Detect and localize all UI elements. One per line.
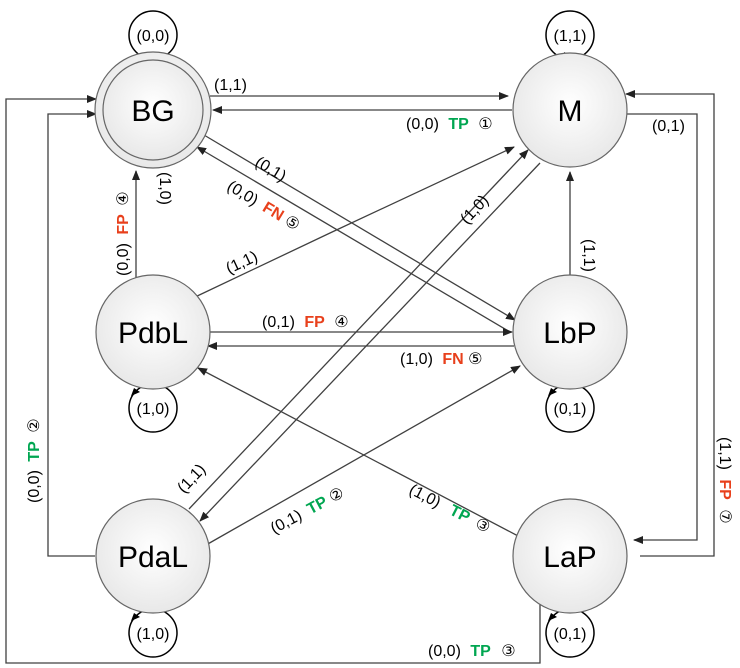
edge-lbp-to-m-label: (1,1) — [580, 239, 597, 272]
node-m — [512, 52, 628, 168]
node-lbp — [512, 274, 628, 390]
self-loop-m-label: (1,1) — [554, 28, 587, 45]
edge-lbp-to-bg — [196, 146, 511, 333]
edge-lap-to-pdbl-label: (1,0) TP ③ — [406, 481, 493, 536]
node-pdal-label: PdaL — [118, 541, 188, 574]
edge-pdal-to-bg — [47, 110, 97, 557]
node-bg-label: BG — [131, 95, 174, 128]
edge-pdbl-to-bg-label: (0,0) FP ④ — [115, 191, 132, 276]
node-bg — [102, 59, 204, 161]
edge-pdbl-to-lbp-label: (0,1) FP ④ — [262, 314, 349, 331]
edge-pdal-to-bg-label: (0,0) TP ② — [26, 418, 43, 503]
edge-pdal-to-m-label: (1,1) — [174, 461, 209, 497]
edge-pdal-to-m — [188, 149, 529, 510]
edge-pdbl-to-m-label: (1,1) — [224, 248, 261, 277]
edge-m-to-bg-label: (0,0) TP ① — [406, 116, 493, 133]
node-pdbl-label: PdbL — [118, 317, 188, 350]
edge-pdal-to-lbp-label: (0,1) TP ② — [268, 485, 347, 538]
node-m-label: M — [558, 95, 583, 128]
edge-m-to-pdal-label: (1,0) — [457, 192, 492, 228]
edge-pdal-to-lbp — [205, 365, 521, 546]
edge-lap-to-bg-label: (0,0) TP ③ — [428, 643, 516, 660]
edge-lap-to-bg — [5, 95, 541, 664]
edge-lap-to-m-label: (1,1) FP ⑦ — [716, 437, 733, 524]
node-lap-label: LaP — [543, 541, 596, 574]
edge-m-to-pdal — [199, 162, 541, 522]
node-lbp-label: LbP — [543, 317, 596, 350]
edge-lap-to-m — [625, 90, 715, 557]
edge-lap-to-pdbl — [197, 367, 521, 538]
edge-bg-to-m-label: (1,1) — [214, 77, 247, 94]
self-loop-lbp-label: (0,1) — [554, 401, 587, 418]
edge-lbp-to-pdbl-label: (1,0) FN ⑤ — [400, 351, 482, 368]
edge-pdbl-to-m — [192, 146, 515, 299]
edge-m-to-lap-label: (0,1) — [652, 118, 685, 135]
edge-bg-to-lbp — [203, 134, 516, 321]
node-lap — [512, 498, 628, 614]
node-pdal — [95, 498, 211, 614]
self-loop-pdal-label: (1,0) — [137, 626, 170, 643]
node-pdbl — [95, 274, 211, 390]
edge-bg-to-pdbl-label: (1,0) — [156, 172, 173, 205]
edge-m-to-lap — [623, 113, 698, 544]
self-loop-bg-label: (0,0) — [137, 28, 170, 45]
self-loop-pdbl-label: (1,0) — [137, 401, 170, 418]
self-loop-lap-label: (0,1) — [554, 626, 587, 643]
edge-bg-to-lbp-label: (0,1) — [252, 154, 289, 186]
